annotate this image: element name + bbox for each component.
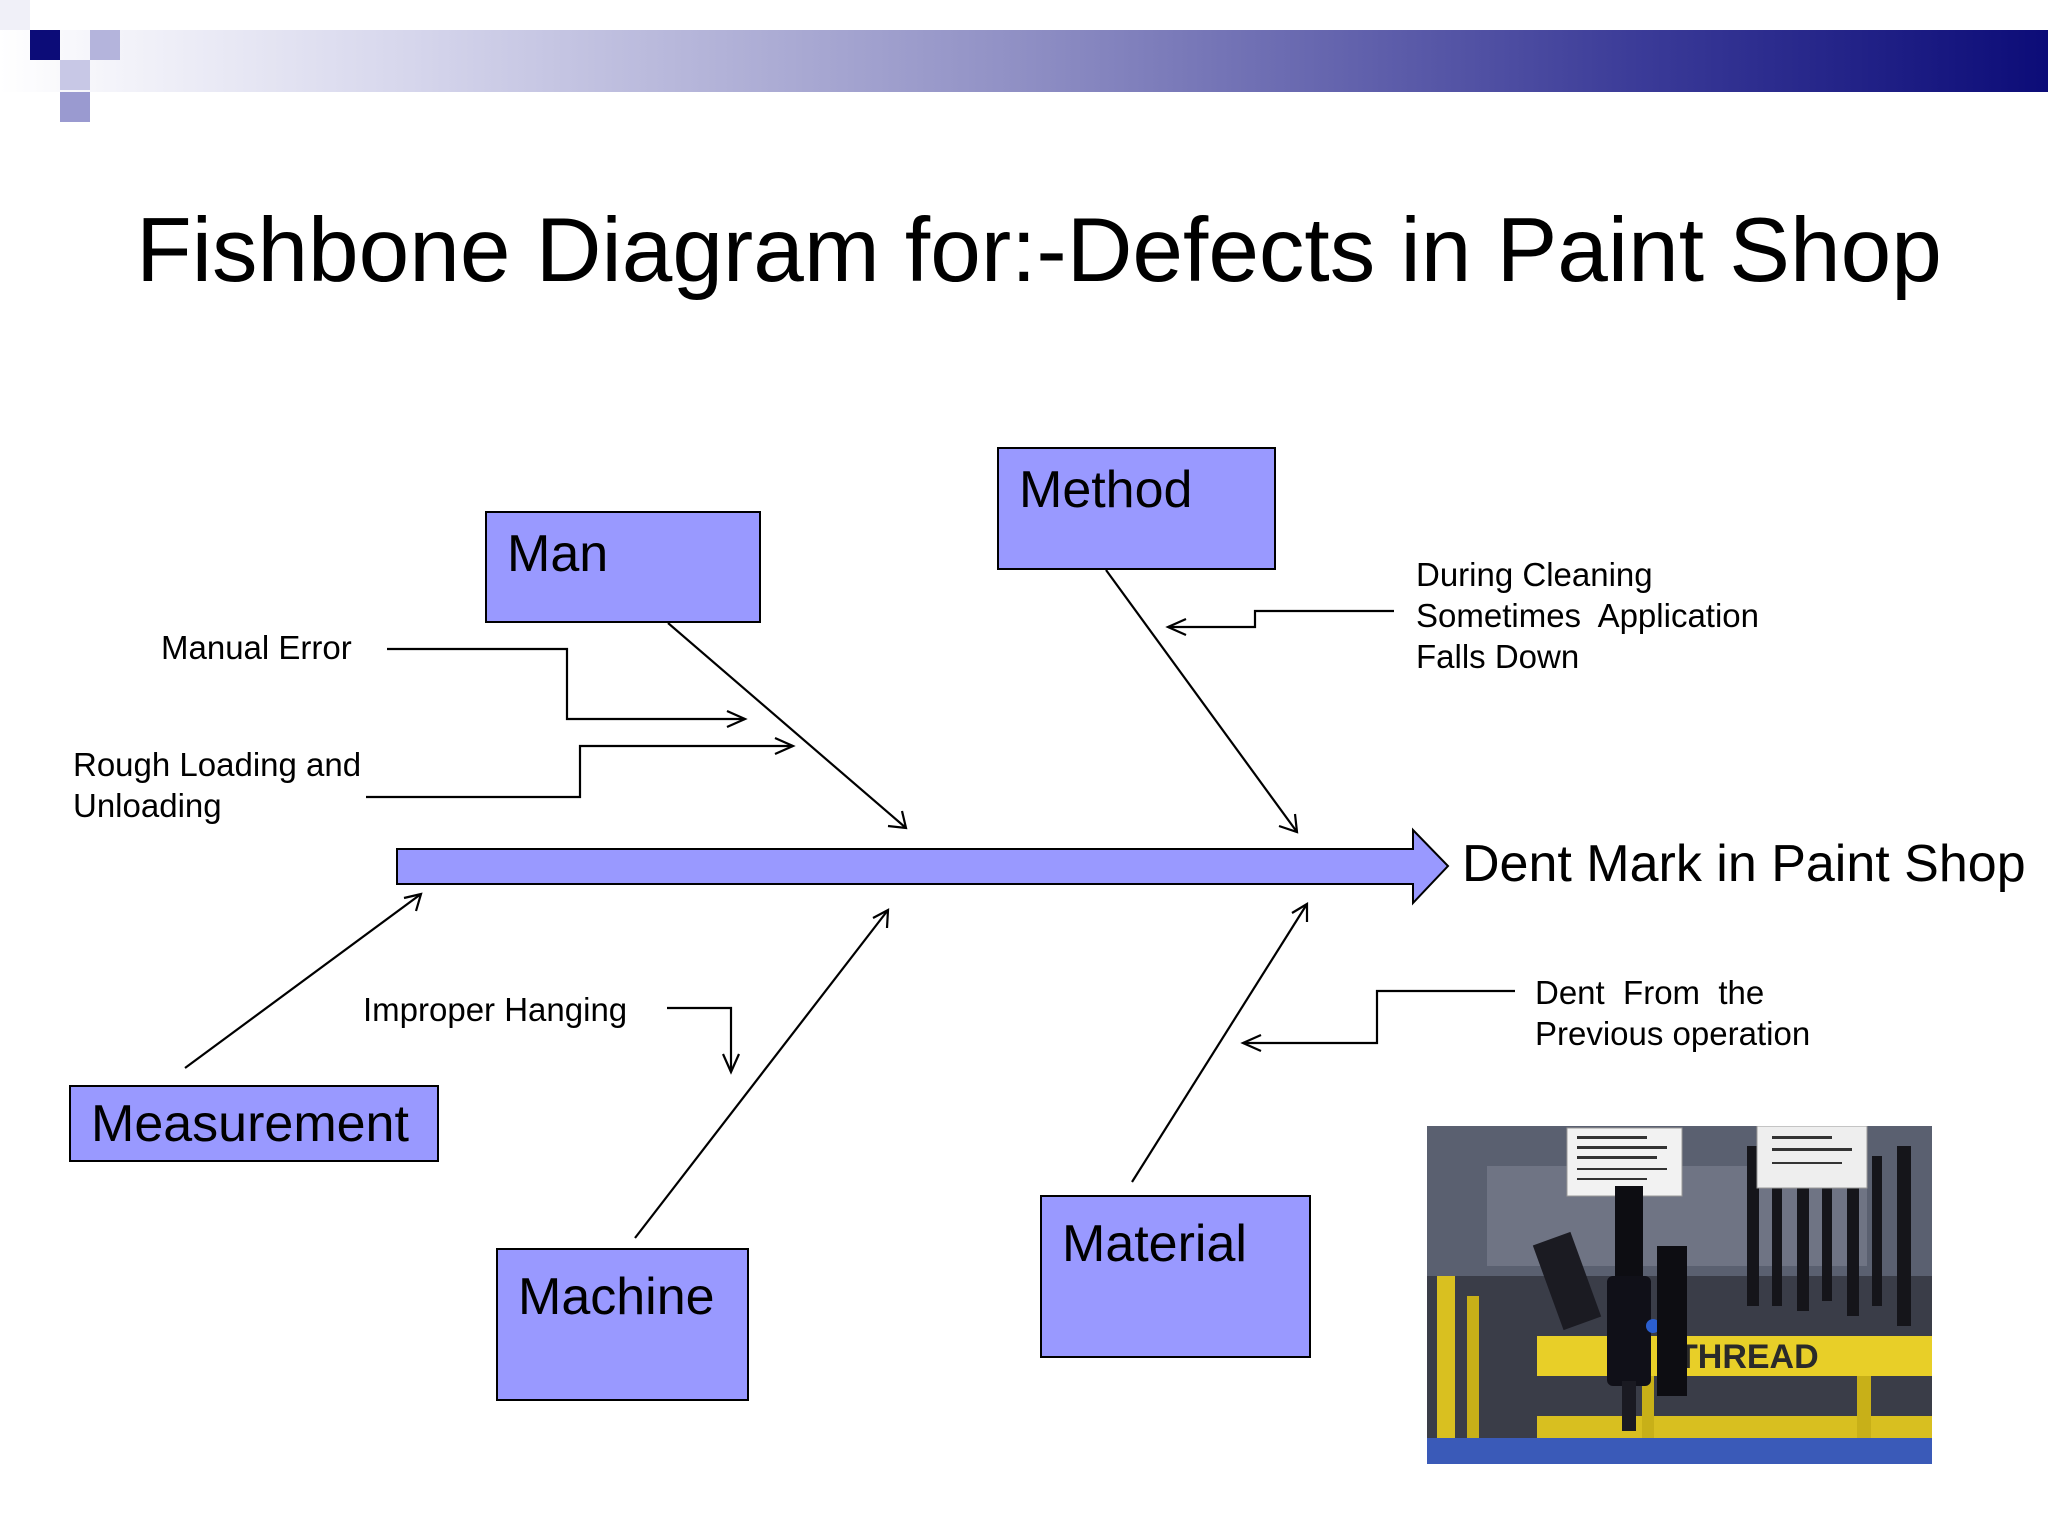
category-box-material: Material	[1040, 1195, 1311, 1358]
category-label-machine: Machine	[518, 1268, 715, 1326]
svg-text:THREAD: THREAD	[1677, 1338, 1819, 1376]
manual-error-arrowhead	[726, 709, 748, 729]
cause-manual-error: Manual Error	[161, 629, 352, 666]
cause-rough-loading: Rough Loading and Unloading	[73, 744, 361, 826]
cause-improper-hanging: Improper Hanging	[363, 991, 628, 1028]
header-gradient-bar	[0, 30, 2048, 92]
rough-loading-arrowhead	[774, 736, 796, 756]
slide-title: Fishbone Diagram for:-Defects in Paint S…	[136, 200, 1942, 301]
measurement-bone-arrowhead	[403, 892, 423, 912]
photo-illustration: THREAD	[1427, 1126, 1932, 1464]
category-box-measurement: Measurement	[69, 1085, 439, 1162]
spine-arrow	[396, 827, 1450, 906]
shock-absorber-photo: THREAD	[1427, 1126, 1932, 1464]
effect-label: Dent Mark in Paint Shop	[1462, 835, 2026, 893]
dent-previous-connector	[1243, 989, 1515, 1045]
improper-hanging-arrowhead	[721, 1053, 741, 1075]
header-square-pale	[0, 0, 30, 30]
category-box-man: Man	[485, 511, 761, 623]
manual-error-connector	[387, 647, 745, 721]
header-square-light	[60, 60, 90, 90]
machine-bone-arrowhead	[872, 908, 890, 929]
method-bone	[1105, 569, 1298, 833]
measurement-bone	[184, 893, 422, 1069]
machine-bone	[634, 909, 889, 1239]
header-square-light	[90, 30, 120, 60]
cause-during-cleaning: During Cleaning Sometimes Application Fa…	[1416, 554, 1759, 677]
cause-during-cleaning-line: Falls Down	[1416, 638, 1580, 675]
cause-dent-previous: Dent From the Previous operation	[1535, 972, 1810, 1054]
during-cleaning-connector	[1168, 609, 1394, 629]
cause-rough-loading-line: Rough Loading and	[73, 746, 362, 783]
during-cleaning-arrowhead	[1165, 617, 1187, 637]
improper-hanging-connector	[667, 1006, 733, 1072]
cause-during-cleaning-line: Sometimes Application	[1416, 597, 1760, 634]
cause-dent-previous-line: Dent From the	[1535, 974, 1765, 1011]
category-label-method: Method	[1019, 461, 1193, 519]
category-box-machine: Machine	[496, 1248, 749, 1401]
cause-during-cleaning-line: During Cleaning	[1416, 556, 1653, 593]
category-label-measurement: Measurement	[91, 1095, 409, 1153]
category-box-method: Method	[997, 447, 1276, 570]
header-square-mid	[60, 92, 90, 122]
method-bone-arrowhead	[1278, 813, 1299, 834]
material-bone	[1131, 903, 1308, 1183]
man-bone	[667, 622, 907, 829]
category-label-material: Material	[1062, 1215, 1247, 1273]
category-label-man: Man	[507, 525, 609, 583]
material-bone-arrowhead	[1291, 902, 1309, 922]
dent-previous-arrowhead	[1240, 1033, 1262, 1053]
cause-dent-previous-line: Previous operation	[1535, 1015, 1811, 1052]
cause-rough-loading-line: Unloading	[73, 787, 222, 824]
rough-loading-connector	[366, 744, 793, 799]
man-bone-arrowhead	[887, 810, 908, 830]
header-square-dark	[30, 30, 60, 60]
